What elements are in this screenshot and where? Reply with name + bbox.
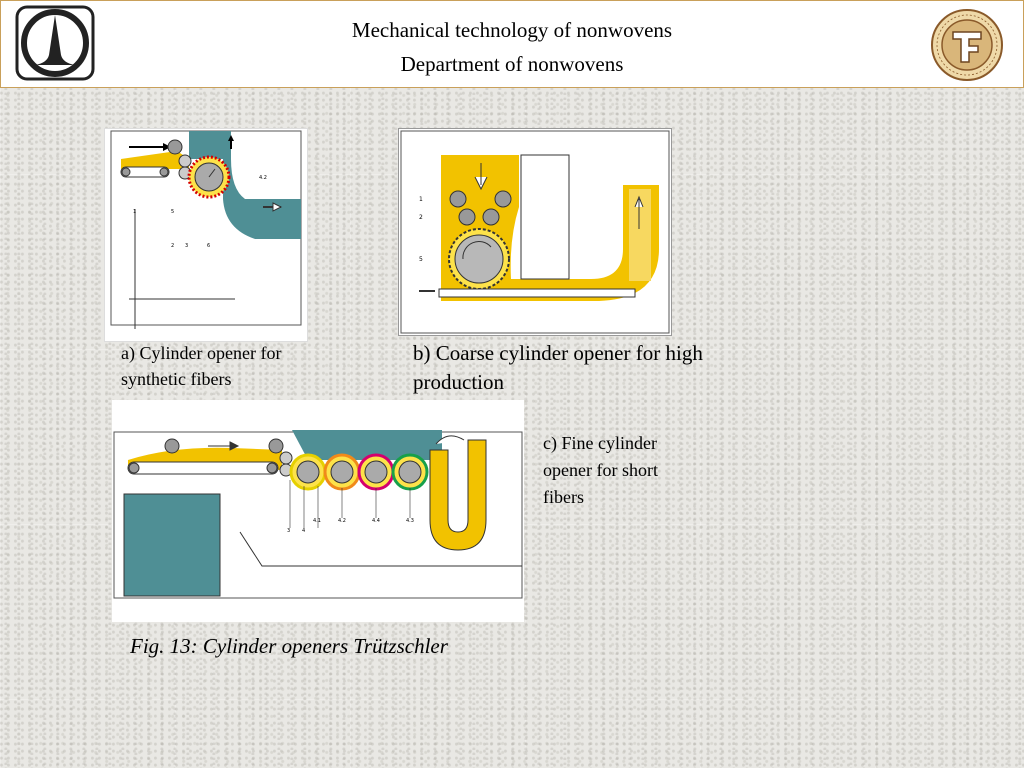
coarse-cylinder-opener-diagram: 1 2 5	[400, 130, 670, 334]
cylinder-opener-synthetic-diagram: 1 5 2 3 6 4.2	[110, 130, 302, 329]
fine-cylinder-opener-diagram: 3 4 4.1 4.2 4.4 4.3	[113, 430, 523, 599]
label-b-5: 5	[419, 256, 423, 263]
diagram-b-panel: 1 2 5	[398, 128, 672, 336]
label-c-4-2: 4.2	[338, 518, 346, 524]
label-c-4-1: 4.1	[313, 518, 321, 524]
figure-caption: Fig. 13: Cylinder openers Trützschler	[130, 634, 448, 658]
university-emblem-icon	[15, 5, 95, 81]
label-b-2: 2	[419, 214, 423, 221]
label-c-4: 4	[302, 528, 305, 534]
caption-a: a) Cylinder opener for synthetic fibers	[121, 343, 282, 389]
label-a-4-2: 4.2	[259, 175, 267, 181]
label-a-6: 6	[207, 243, 210, 249]
diagram-c-panel: 3 4 4.1 4.2 4.4 4.3	[112, 400, 524, 622]
label-a-1: 1	[133, 209, 136, 215]
label-a-2: 2	[171, 243, 174, 249]
label-a-5: 5	[171, 209, 174, 215]
diagram-a-panel: 1 5 2 3 6 4.2	[104, 128, 308, 342]
label-c-4-3: 4.3	[406, 518, 414, 524]
label-b-1: 1	[419, 196, 423, 203]
label-c-3: 3	[287, 528, 290, 534]
slide-header: Mechanical technology of nonwovens Depar…	[0, 0, 1024, 88]
label-a-3: 3	[185, 243, 188, 249]
header-title-line1: Mechanical technology of nonwovens	[351, 18, 673, 42]
header-title-line2: Department of nonwovens	[400, 52, 624, 76]
caption-b: b) Coarse cylinder opener for high produ…	[413, 341, 703, 394]
caption-c: c) Fine cylinder opener for short fibers	[543, 433, 658, 507]
faculty-seal-icon	[931, 9, 1003, 81]
label-c-4-4: 4.4	[372, 518, 380, 524]
